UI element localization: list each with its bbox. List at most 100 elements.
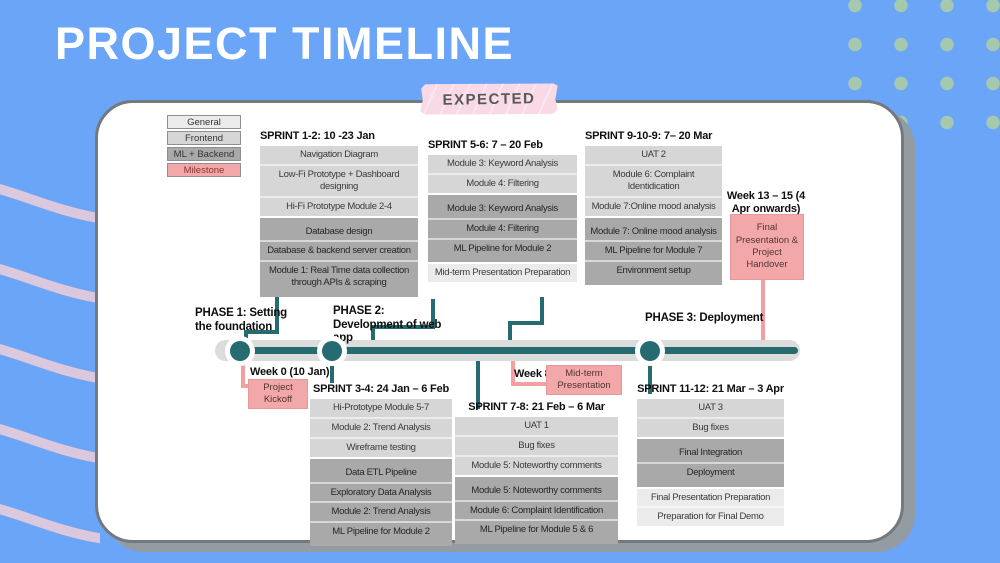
- task-group-ml_backend: Module 7: Online mood analysis ML Pipelin…: [585, 217, 722, 286]
- task: ML Pipeline for Module 7: [585, 240, 722, 260]
- task: Bug fixes: [455, 434, 618, 455]
- task: Navigation Diagram: [299, 149, 379, 160]
- task: Final Presentation Preparation: [650, 491, 771, 503]
- phase-2-label: PHASE 2: Development of web app: [333, 305, 442, 345]
- legend-item-general: General: [167, 115, 241, 129]
- page-title: PROJECT TIMELINE: [55, 18, 515, 69]
- task: Module 5: Noteworthy comments: [471, 484, 602, 496]
- task: UAT 1: [524, 420, 549, 431]
- sprint-9-10-header: SPRINT 9-10-9: 7– 20 Mar: [585, 130, 713, 142]
- final-presentation-milestone-box: Final Presentation & Project Handover: [730, 214, 804, 280]
- connector-sprint78-down: [476, 358, 480, 409]
- task: Database & backend server creation: [260, 240, 418, 260]
- connector-sprint56-vertical: [431, 299, 435, 329]
- task: Low-Fi Prototype + Dashboard designing: [260, 163, 418, 196]
- sprint-1-2-header: SPRINT 1-2: 10 -23 Jan: [260, 130, 375, 142]
- task: Module 5: Noteworthy comments: [455, 454, 618, 475]
- sprint-9-10-stack: SPRINT 9-10-9: 7– 20 Mar UAT 2 Module 6: …: [585, 130, 722, 287]
- phase-3-dot: [635, 336, 665, 366]
- connector-sprint910-horizontal: [508, 321, 544, 325]
- connector-midterm-vertical: [511, 358, 515, 386]
- task: Wireframe testing: [310, 436, 452, 457]
- wavy-lines-decoration: [0, 183, 100, 544]
- task: ML Pipeline for Module 2: [428, 237, 577, 258]
- legend-item-milestone: Milestone: [167, 163, 241, 177]
- sprint-3-4-stack: SPRINT 3-4: 24 Jan – 6 Feb Hi-Prototype …: [310, 383, 452, 548]
- task: UAT 3: [698, 402, 723, 413]
- task: Bug fixes: [637, 416, 784, 437]
- task: Hi-Fi Prototype Module 2-4: [260, 195, 418, 216]
- connector-sprint910-drop: [508, 321, 512, 350]
- sprint-3-4-header: SPRINT 3-4: 24 Jan – 6 Feb: [312, 383, 450, 395]
- sprint-5-6-stack: SPRINT 5-6: 7 – 20 Feb Module 3: Keyword…: [428, 139, 577, 284]
- phase-1-dot: [225, 336, 255, 366]
- task: Module 1: Real Time data collection thro…: [260, 260, 418, 292]
- phase-1-label: PHASE 1: Setting the foundation: [195, 307, 288, 333]
- connector-midterm-horizontal: [511, 382, 551, 386]
- sprint-1-2-stack: SPRINT 1-2: 10 -23 Jan Navigation Diagra…: [260, 130, 418, 299]
- sprint-7-8-stack: SPRINT 7-8: 21 Feb – 6 Mar UAT 1 Bug fixe…: [455, 401, 618, 546]
- project-kickoff-milestone-box: Project Kickoff: [248, 379, 308, 409]
- expected-tape-label: EXPECTED: [420, 82, 559, 116]
- task: Module 4: Filtering: [428, 217, 577, 238]
- connector-sprint12-vertical: [275, 297, 279, 333]
- task: Module 7: Online mood analysis: [590, 225, 717, 237]
- task: Hi-Prototype Module 5-7: [332, 402, 430, 413]
- connector-phase2-down: [330, 358, 334, 383]
- task-group-frontend: UAT 3 Bug fixes: [637, 399, 784, 437]
- task: UAT 2: [641, 149, 666, 160]
- task: ML Pipeline for Module 5 & 6: [455, 519, 618, 539]
- connector-final-milestone: [761, 280, 765, 350]
- task: Preparation for Final Demo: [637, 506, 784, 526]
- task: Database design: [305, 225, 373, 237]
- connector-phase3-down: [648, 358, 652, 394]
- task: Module 3: Keyword Analysis: [446, 158, 558, 169]
- task-group-general: Mid-term Presentation Preparation: [428, 264, 577, 283]
- legend-item-frontend: Frontend: [167, 131, 241, 145]
- task: Module 7:Online mood analysis: [585, 195, 722, 216]
- connector-sprint56-drop: [371, 325, 375, 350]
- task: Module 6: Complaint Identidication: [585, 163, 722, 196]
- connector-sprint910-vertical: [540, 297, 544, 325]
- expected-tape-text: EXPECTED: [442, 89, 536, 109]
- task: Module 2: Trend Analysis: [310, 501, 452, 521]
- task: Environment setup: [585, 260, 722, 280]
- timeline-line: [228, 347, 798, 354]
- sprint-7-8-header: SPRINT 7-8: 21 Feb – 6 Mar: [468, 401, 605, 413]
- task: Module 4: Filtering: [428, 172, 577, 193]
- week-8-label: Week 8: [514, 368, 551, 380]
- connector-sprint12-horizontal: [244, 330, 279, 334]
- task: Module 3: Keyword Analysis: [446, 202, 558, 214]
- week-13-label: Week 13 – 15 (4 Apr onwards): [726, 190, 806, 216]
- week-0-label: Week 0 (10 Jan): [250, 366, 330, 378]
- connector-kickoff-vertical: [241, 358, 245, 388]
- phase-2-dot: [317, 336, 347, 366]
- task: ML Pipeline for Module 2: [310, 521, 452, 541]
- sprint-11-12-header: SPRINT 11-12: 21 Mar – 3 Apr: [637, 383, 784, 395]
- phase-3-label: PHASE 3: Deployment: [645, 312, 764, 324]
- task: Data ETL Pipeline: [345, 466, 417, 478]
- task: Module 6: Complaint Identification: [455, 499, 618, 520]
- task: Mid-term Presentation Preparation: [434, 267, 571, 279]
- task: Final Integration: [678, 446, 743, 458]
- task: Module 2: Trend Analysis: [310, 416, 452, 437]
- legend-item-ml_backend: ML + Backend: [167, 147, 241, 161]
- midterm-presentation-milestone-box: Mid-term Presentation: [546, 365, 622, 395]
- sprint-5-6-header: SPRINT 5-6: 7 – 20 Feb: [428, 139, 543, 151]
- connector-sprint56-horizontal: [371, 325, 435, 329]
- task: Deployment: [637, 461, 784, 482]
- sprint-11-12-stack: SPRINT 11-12: 21 Mar – 3 Apr UAT 3 Bug fi…: [637, 383, 784, 528]
